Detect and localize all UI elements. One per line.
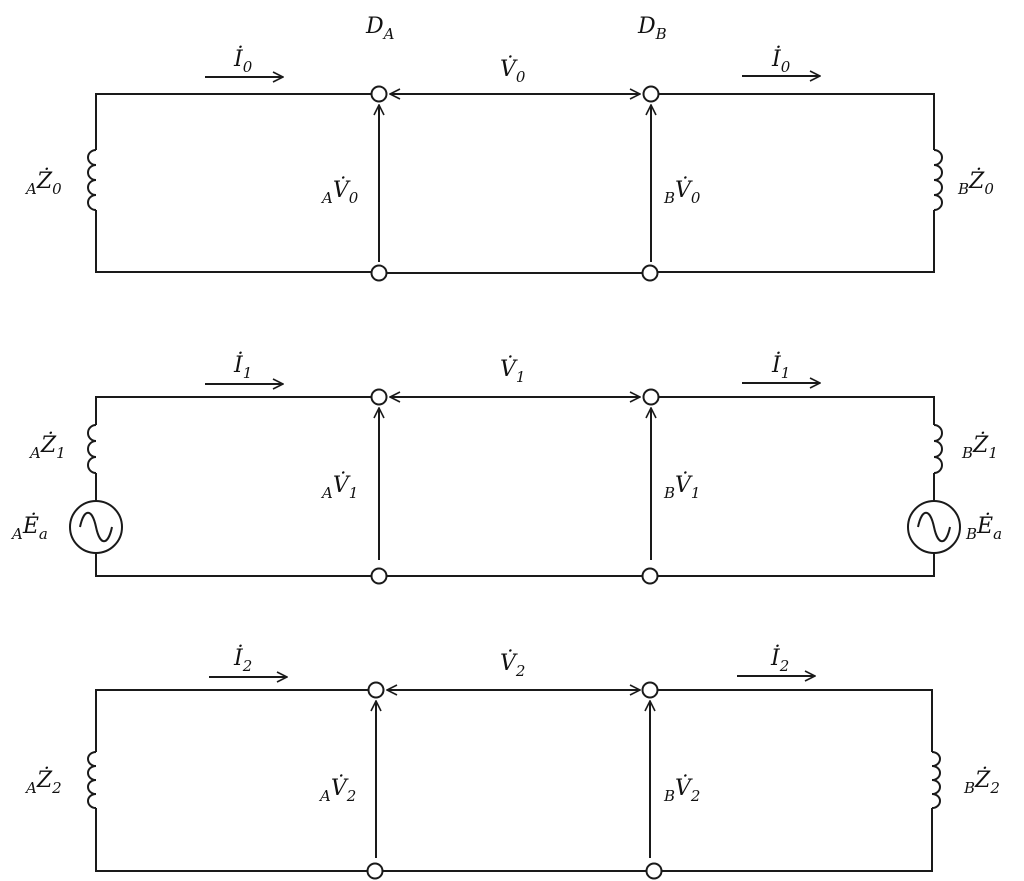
terminal-node: [370, 85, 388, 103]
left-wire-lower: [95, 553, 372, 577]
left-wire-lower: [95, 210, 372, 273]
inductor-icon: [87, 424, 97, 474]
ac-source-icon: [907, 500, 961, 554]
terminal-node: [641, 681, 659, 699]
terminal-voltage-label-b: BV̇1: [663, 472, 700, 502]
inductor-icon: [933, 424, 943, 474]
impedance-label-left: AŻ0: [24, 167, 62, 198]
current-label-right: İ0: [771, 45, 791, 76]
terminal-voltage-label-b: BV̇2: [663, 775, 700, 805]
terminal-node: [641, 264, 659, 282]
impedance-label-right: BŻ2: [963, 766, 1000, 797]
current-label-left: İ2: [233, 644, 252, 675]
terminal-voltage-label-a: AV̇0: [320, 177, 359, 207]
negative-sequence-circuit: İ2 İ2 V̇2 AV̇2 BV̇2 AŻ2 BŻ2: [24, 644, 1000, 880]
line-voltage-label: V̇0: [500, 56, 526, 86]
inductor-icon: [87, 751, 97, 809]
terminal-voltage-label-a: AV̇2: [318, 775, 356, 805]
inductor-icon: [87, 149, 97, 211]
right-wire-lower: [658, 210, 935, 273]
terminal-node: [645, 862, 663, 880]
left-wire: [95, 689, 368, 752]
node-label-db: DB: [637, 14, 667, 43]
impedance-label-right: BŻ0: [957, 167, 994, 198]
wiring: [95, 689, 933, 872]
current-label-right: İ2: [770, 644, 789, 675]
ac-source-icon: [69, 500, 123, 554]
impedance-label-left: AŻ1: [28, 431, 66, 462]
right-wire: [658, 93, 935, 150]
terminal-node: [642, 85, 660, 103]
terminal-voltage-label-b: BV̇0: [663, 177, 701, 207]
positive-sequence-circuit: İ1 İ1 V̇1 AV̇1 BV̇1 AŻ1 BŻ1 AĖa BĖa: [10, 351, 1002, 585]
left-wire: [95, 396, 371, 425]
terminal-node: [366, 862, 384, 880]
left-wire-lower: [95, 808, 368, 872]
right-wire-lower: [658, 553, 935, 577]
terminal-node: [370, 567, 388, 585]
wiring: [95, 93, 935, 274]
terminal-node: [642, 388, 660, 406]
terminal-node: [370, 388, 388, 406]
terminal-node: [641, 567, 659, 585]
terminal-voltage-label-a: AV̇1: [320, 472, 358, 502]
right-wire-lower: [662, 808, 933, 872]
current-label-right: İ1: [771, 351, 790, 382]
source-label-left: AĖa: [10, 512, 48, 543]
current-label-left: İ0: [233, 45, 253, 76]
inductor-icon: [933, 149, 943, 211]
right-wire: [658, 396, 935, 425]
right-wire: [658, 689, 933, 752]
inductor-icon: [931, 751, 941, 809]
line-voltage-label: V̇2: [500, 650, 525, 680]
wiring: [95, 396, 935, 577]
source-label-right: BĖa: [965, 512, 1002, 543]
left-wire: [95, 93, 371, 150]
line-voltage-label: V̇1: [500, 356, 525, 386]
terminal-node: [370, 264, 388, 282]
node-label-da: DA: [365, 14, 395, 43]
impedance-label-right: BŻ1: [961, 431, 998, 462]
current-label-left: İ1: [233, 351, 252, 382]
zero-sequence-circuit: İ0 İ0 V̇0 AV̇0 BV̇0 AŻ0 BŻ0: [24, 45, 994, 282]
terminal-node: [367, 681, 385, 699]
impedance-label-left: AŻ2: [24, 766, 62, 797]
